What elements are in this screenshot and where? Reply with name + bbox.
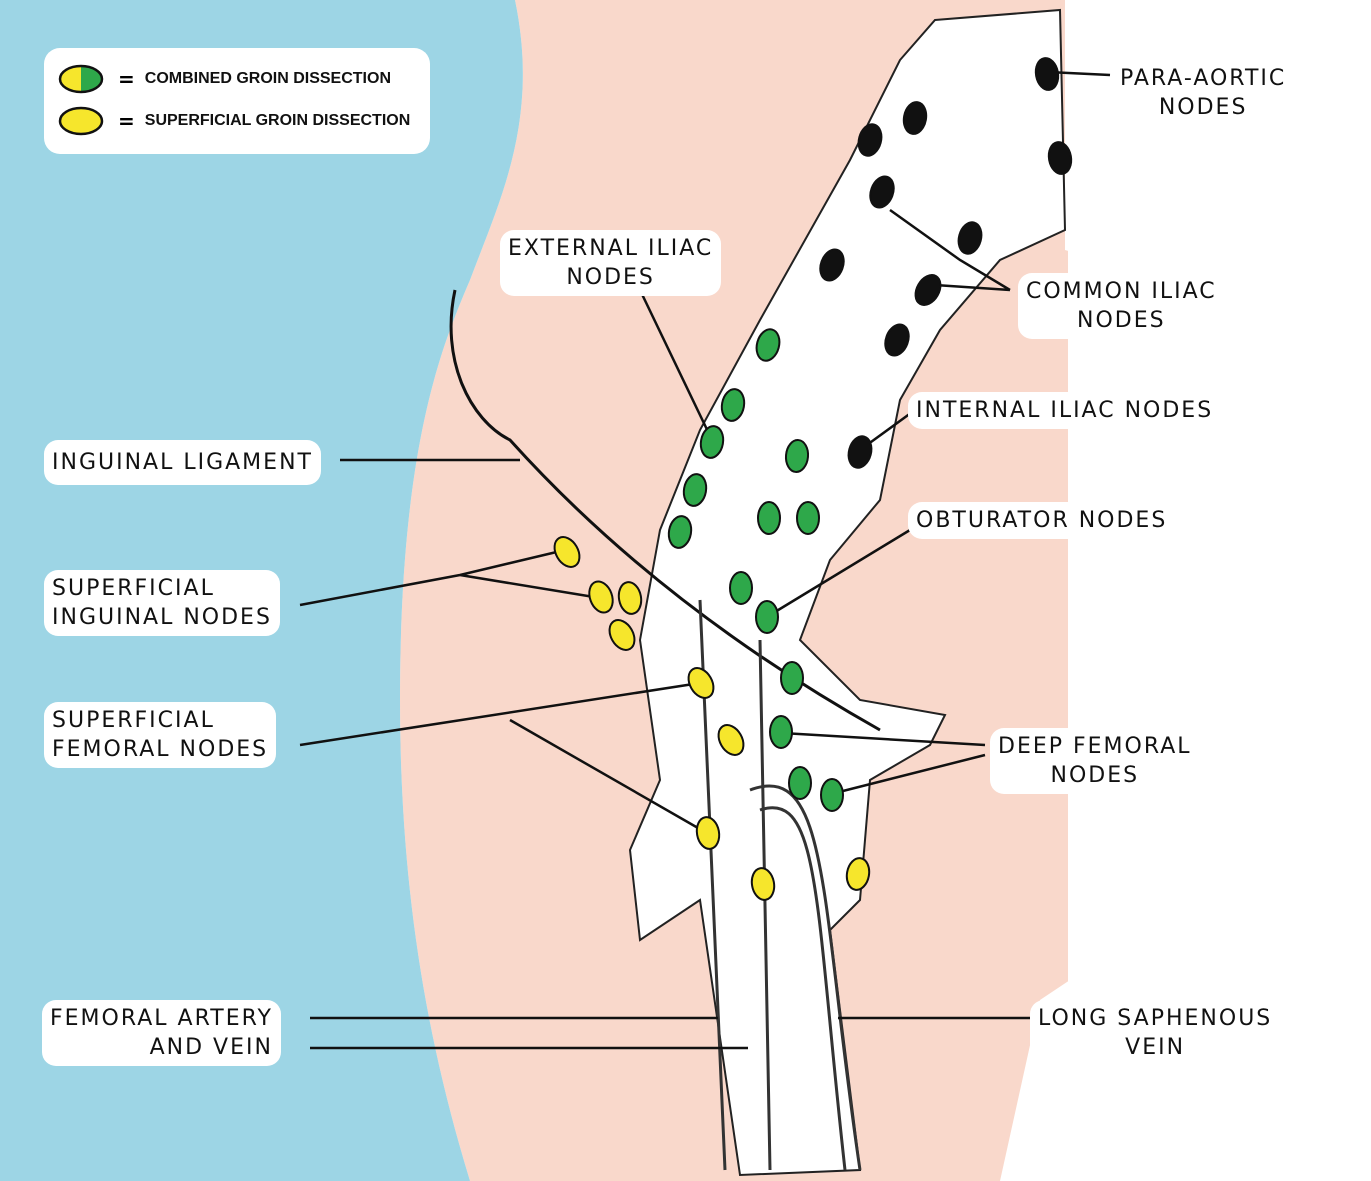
- combined-node: [820, 778, 844, 812]
- legend-item-combined: = COMBINED GROIN DISSECTION: [58, 64, 391, 94]
- common-iliac-node: [914, 274, 942, 306]
- combined-node: [796, 501, 820, 535]
- superficial-node: [750, 867, 776, 901]
- superficial-node: [608, 619, 636, 651]
- legend-label: COMBINED GROIN DISSECTION: [144, 70, 391, 87]
- combined-node: [784, 439, 810, 473]
- combined-node-icon: [58, 64, 104, 94]
- common-iliac-node: [869, 175, 895, 209]
- para-aortic-node: [1034, 57, 1060, 91]
- combined-node: [667, 515, 693, 549]
- inguinal-ligament: [449, 289, 881, 732]
- superficial-node: [845, 857, 871, 891]
- background-right: [1068, 0, 1371, 1181]
- combined-node: [780, 661, 804, 695]
- combined-node: [788, 766, 812, 800]
- combined-node: [755, 600, 779, 634]
- label-para-aortic-nodes: PARA-AORTIC NODES: [1112, 60, 1295, 126]
- para-aortic-node: [857, 123, 883, 157]
- combined-node: [729, 571, 753, 605]
- legend-item-superficial: = SUPERFICIAL GROIN DISSECTION: [58, 106, 410, 136]
- common-iliac-node: [819, 248, 845, 282]
- para-aortic-node: [902, 101, 928, 135]
- label-inguinal-ligament: INGUINAL LIGAMENT: [44, 440, 321, 485]
- superficial-node: [617, 581, 643, 615]
- label-superficial-inguinal-nodes: SUPERFICIAL INGUINAL NODES: [44, 570, 280, 636]
- label-superficial-femoral-nodes: SUPERFICIAL FEMORAL NODES: [44, 702, 277, 768]
- label-obturator-nodes: OBTURATOR NODES: [908, 502, 1176, 539]
- legend: = COMBINED GROIN DISSECTION = SUPERFICIA…: [44, 48, 430, 154]
- combined-node: [699, 425, 725, 459]
- superficial-node-icon: [58, 106, 104, 136]
- equals-sign: =: [118, 67, 135, 91]
- internal-iliac-node: [847, 435, 873, 469]
- label-deep-femoral-nodes: DEEP FEMORAL NODES: [990, 728, 1200, 794]
- label-femoral-artery-and-vein: FEMORAL ARTERY AND VEIN: [42, 1000, 281, 1066]
- combined-node: [720, 388, 746, 422]
- superficial-node: [695, 816, 721, 850]
- para-aortic-node: [1047, 141, 1073, 175]
- label-external-iliac-nodes: EXTERNAL ILIAC NODES: [500, 230, 722, 296]
- common-iliac-node: [957, 221, 983, 255]
- equals-sign: =: [118, 109, 135, 133]
- label-long-saphenous-vein: LONG SAPHENOUS VEIN: [1030, 1000, 1281, 1066]
- superficial-node: [553, 536, 581, 568]
- combined-node: [682, 473, 708, 507]
- superficial-node: [717, 724, 745, 756]
- legend-label: SUPERFICIAL GROIN DISSECTION: [144, 112, 411, 129]
- common-iliac-node: [884, 323, 910, 357]
- saphenous-vein: [749, 784, 862, 1171]
- vessel-band: [628, 8, 1067, 1177]
- combined-node: [757, 501, 781, 535]
- label-common-iliac-nodes: COMMON ILIAC NODES: [1018, 273, 1225, 339]
- superficial-node: [687, 667, 715, 699]
- label-internal-iliac-nodes: INTERNAL ILIAC NODES: [908, 392, 1222, 429]
- combined-node: [755, 328, 781, 362]
- superficial-node: [588, 580, 614, 614]
- combined-node: [769, 715, 793, 749]
- lymph-nodes: [553, 57, 1073, 901]
